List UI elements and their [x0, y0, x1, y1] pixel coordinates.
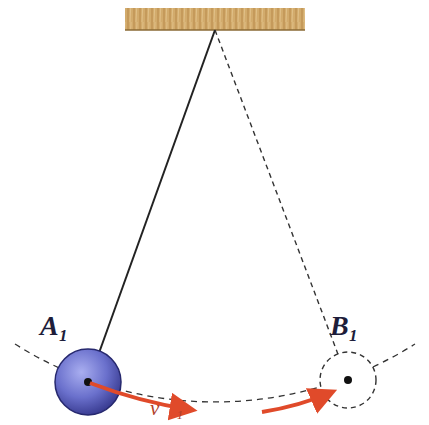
ball: [55, 349, 121, 415]
ceiling-bar: [125, 8, 305, 30]
ball-center: [344, 376, 352, 384]
ball-ghost: [320, 352, 376, 408]
string: [90, 30, 215, 378]
velocity-arrow: [262, 392, 332, 412]
velocity-label: v⃗₁: [150, 398, 183, 419]
point-label: A₁: [40, 312, 68, 340]
point-label: B₁: [330, 312, 358, 340]
string-dashed: [215, 30, 347, 378]
